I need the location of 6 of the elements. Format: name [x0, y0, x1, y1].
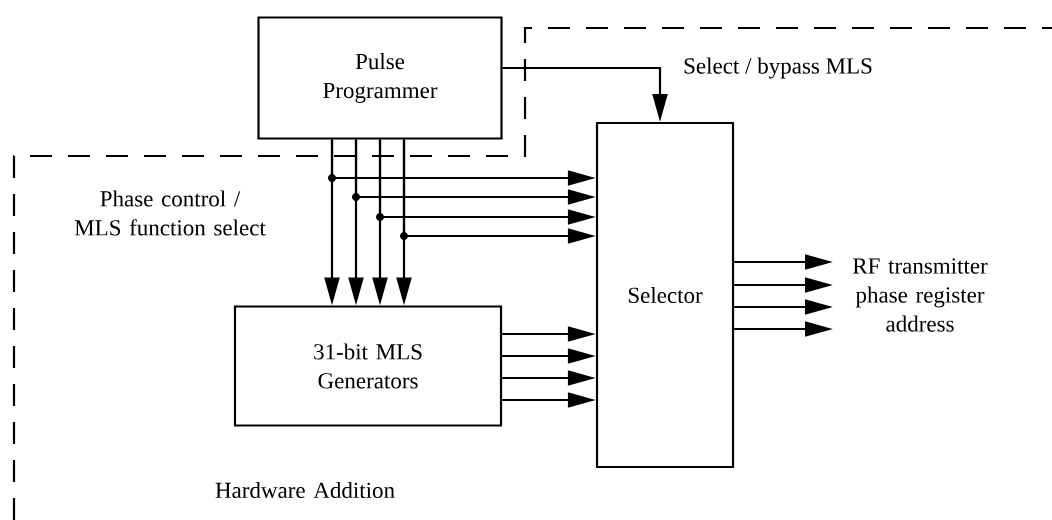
- process-box: Pulse Programmer: [257, 16, 503, 140]
- edge-label: Select / bypass MLS: [681, 55, 875, 81]
- process-box: Selector: [595, 121, 735, 469]
- output-label: RF transmitter phase register address: [852, 258, 988, 332]
- process-box: 31-bit MLS Generators: [233, 305, 503, 427]
- signal-label: Phase control / MLS function select: [74, 190, 266, 236]
